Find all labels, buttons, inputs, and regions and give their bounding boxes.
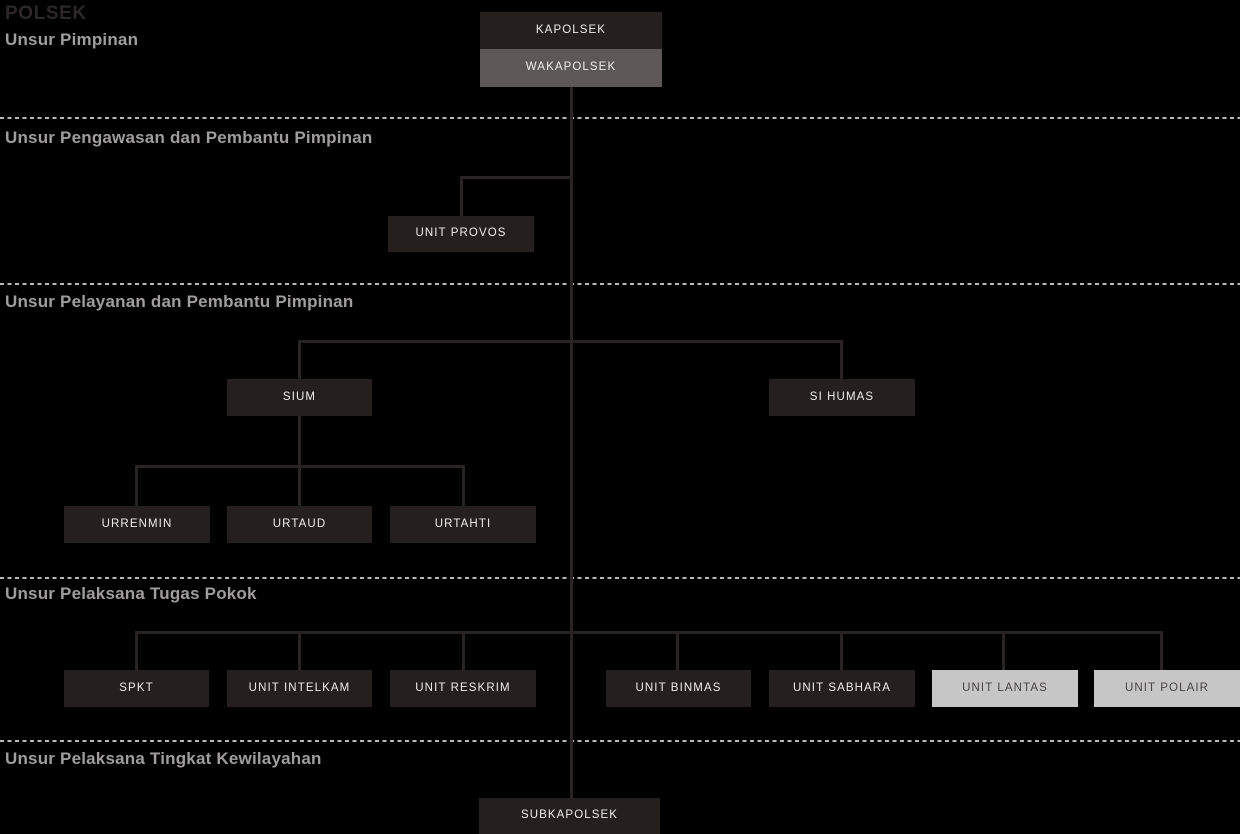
node-spkt: SPKT (64, 670, 209, 707)
connector-row2-horizontal (298, 340, 843, 343)
node-urtaud: URTAUD (227, 506, 372, 543)
connector-trunk (570, 87, 573, 798)
section-divider (0, 283, 1240, 285)
section-header-unsur-pengawasan: Unsur Pengawasan dan Pembantu Pimpinan (5, 128, 373, 147)
connector-sabhara-drop (840, 631, 843, 670)
connector-sium-drop (298, 340, 301, 379)
section-header-unsur-pimpinan: Unsur Pimpinan (5, 30, 139, 49)
connector-urtaud-drop (298, 465, 301, 506)
section-divider (0, 577, 1240, 579)
page-title: POLSEK (5, 3, 87, 24)
node-urtahti: URTAHTI (390, 506, 536, 543)
connector-urtahti-drop (462, 465, 465, 506)
connector-polair-drop (1160, 631, 1163, 670)
node-urrenmin: URRENMIN (64, 506, 210, 543)
node-kapolsek: KAPOLSEK (480, 12, 662, 49)
connector-urrenmin-drop (135, 465, 138, 506)
node-unit-binmas: UNIT BINMAS (606, 670, 751, 707)
node-unit-provos: UNIT PROVOS (388, 216, 534, 252)
connector-reskrim-drop (462, 631, 465, 670)
node-unit-intelkam: UNIT INTELKAM (227, 670, 372, 707)
node-sium: SIUM (227, 379, 372, 416)
connector-provos-horizontal (460, 176, 573, 179)
node-unit-sabhara: UNIT SABHARA (769, 670, 915, 707)
node-subkapolsek: SUBKAPOLSEK (479, 798, 660, 834)
connector-sium-down (298, 416, 301, 468)
connector-lantas-drop (1002, 631, 1005, 670)
connector-row4-horizontal (135, 631, 1163, 634)
node-unit-reskrim: UNIT RESKRIM (390, 670, 536, 707)
node-unit-lantas: UNIT LANTAS (932, 670, 1078, 707)
section-header-unsur-pelaksana-tugas-pokok: Unsur Pelaksana Tugas Pokok (5, 584, 257, 603)
section-header-unsur-pelayanan: Unsur Pelayanan dan Pembantu Pimpinan (5, 292, 354, 311)
connector-spkt-drop (135, 631, 138, 670)
section-header-unsur-kewilayahan: Unsur Pelaksana Tingkat Kewilayahan (5, 749, 322, 768)
section-divider (0, 740, 1240, 742)
node-wakapolsek: WAKAPOLSEK (480, 49, 662, 87)
connector-binmas-drop (676, 631, 679, 670)
node-unit-polair: UNIT POLAIR (1094, 670, 1240, 707)
connector-intelkam-drop (298, 631, 301, 670)
connector-sihumas-drop (840, 340, 843, 379)
node-si-humas: SI HUMAS (769, 379, 915, 416)
section-divider (0, 117, 1240, 119)
connector-provos-drop (460, 176, 463, 216)
